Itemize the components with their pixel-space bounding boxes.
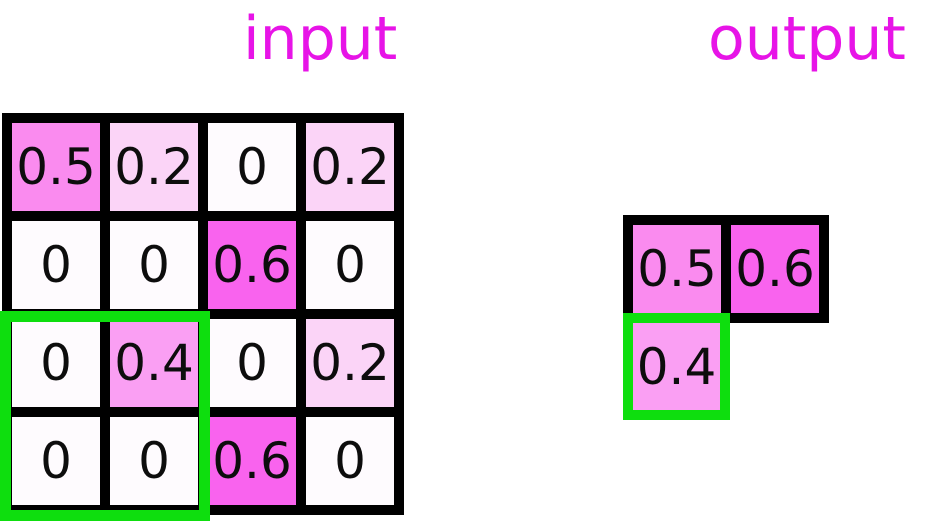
output-cell: 0.5 — [633, 225, 721, 313]
input-cell: 0.6 — [208, 417, 296, 505]
input-grid: 0.5 0.2 0 0.2 0 0 0.6 0 0 0.4 0 0.2 0 0 … — [2, 113, 404, 515]
input-cell: 0 — [208, 319, 296, 407]
input-cell: 0 — [110, 417, 198, 505]
input-cell: 0.2 — [306, 123, 394, 211]
input-cell: 0.2 — [110, 123, 198, 211]
output-cell: 0.6 — [731, 225, 819, 313]
pooling-window-highlight — [0, 311, 210, 521]
input-cell: 0 — [306, 417, 394, 505]
output-title: output — [708, 4, 906, 74]
input-cell: 0 — [12, 221, 100, 309]
output-highlighted-cell: 0.4 — [623, 313, 730, 420]
input-cell: 0 — [110, 221, 198, 309]
input-cell: 0.5 — [12, 123, 100, 211]
input-cell: 0 — [12, 319, 100, 407]
input-cell: 0 — [306, 221, 394, 309]
input-cell: 0 — [12, 417, 100, 505]
input-title: input — [243, 4, 398, 74]
input-cell: 0 — [208, 123, 296, 211]
input-cell: 0.4 — [110, 319, 198, 407]
input-cell: 0.2 — [306, 319, 394, 407]
output-grid: 0.5 0.6 — [623, 215, 829, 323]
input-cell: 0.6 — [208, 221, 296, 309]
